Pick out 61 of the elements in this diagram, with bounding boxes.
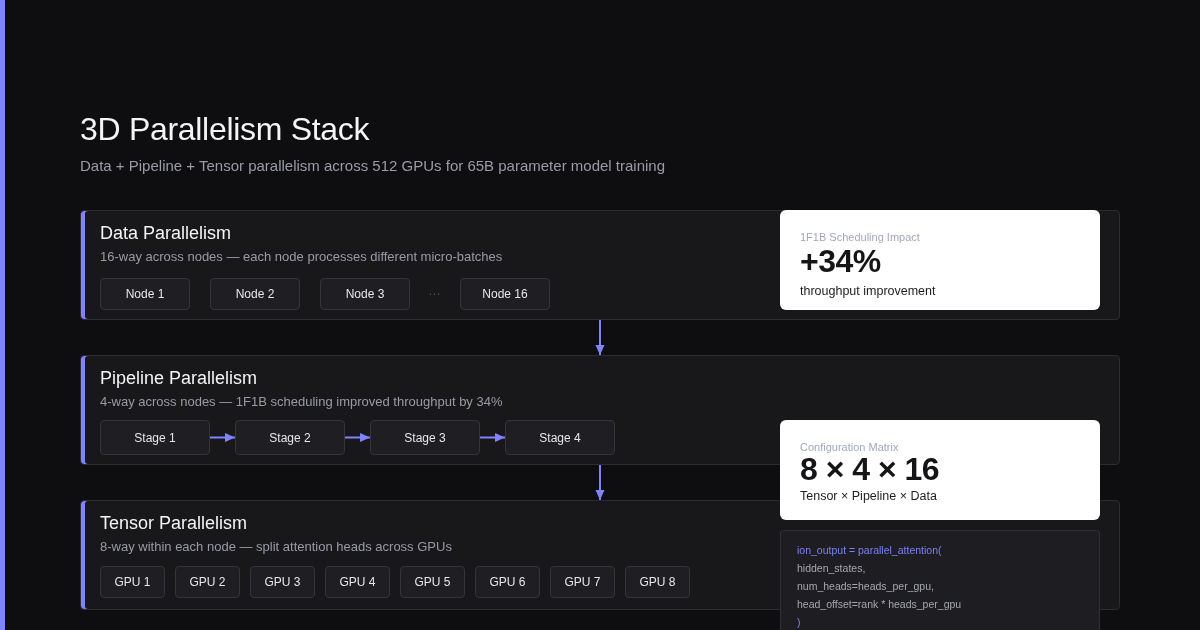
gpu-box xyxy=(100,566,165,598)
box-label: GPU 8 xyxy=(639,575,676,589)
pipeline-stage-box xyxy=(505,420,615,455)
metric-card xyxy=(780,420,1100,520)
box-label: GPU 3 xyxy=(264,575,301,589)
arrow xyxy=(479,433,506,442)
gpu-box xyxy=(550,566,615,598)
diagram-title: 3D Parallelism Stack xyxy=(80,110,370,148)
gpu-box xyxy=(475,566,540,598)
box-label: GPU 4 xyxy=(339,575,376,589)
compute-node-box xyxy=(460,278,550,310)
box-label: Node 16 xyxy=(482,287,528,301)
metric-caption: Tensor × Pipeline × Data xyxy=(800,489,937,504)
box-label: GPU 5 xyxy=(414,575,451,589)
ellipsis: … xyxy=(428,283,441,299)
arrow xyxy=(209,433,236,442)
code-line: ) xyxy=(797,615,801,630)
code-line: head_offset=rank * heads_per_gpu xyxy=(797,597,962,612)
pipeline-stage-box xyxy=(100,420,210,455)
gpu-box xyxy=(325,566,390,598)
code-block xyxy=(780,530,1100,630)
code-line: hidden_states, xyxy=(797,561,866,576)
metric-caption: throughput improvement xyxy=(800,284,936,299)
pipeline-stage-box xyxy=(370,420,480,455)
box-label: Node 2 xyxy=(235,287,275,301)
box-label: GPU 2 xyxy=(189,575,226,589)
metric-label: 1F1B Scheduling Impact xyxy=(800,231,920,244)
compute-node-box xyxy=(210,278,300,310)
panel-heading: Data Parallelism xyxy=(100,222,232,244)
metric-value: 8 × 4 × 16 xyxy=(800,452,940,486)
panel-description: 16-way across nodes — each node processes different micro-batches xyxy=(100,249,503,265)
arrow xyxy=(595,319,605,356)
box-label: Stage 4 xyxy=(539,430,581,445)
gpu-box xyxy=(175,566,240,598)
box-label: GPU 7 xyxy=(564,575,601,589)
arrow xyxy=(344,433,371,442)
box-label: Stage 2 xyxy=(269,430,311,445)
box-label: Node 3 xyxy=(345,287,385,301)
box-label: Node 1 xyxy=(125,287,165,301)
code-line: num_heads=heads_per_gpu, xyxy=(797,579,934,594)
compute-node-box xyxy=(320,278,410,310)
metric-value: +34% xyxy=(800,244,881,278)
box-label: GPU 6 xyxy=(489,575,526,589)
box-label: GPU 1 xyxy=(114,575,151,589)
panel-heading: Pipeline Parallelism xyxy=(100,367,258,389)
panel-heading: Tensor Parallelism xyxy=(100,512,248,534)
box-label: Stage 3 xyxy=(404,430,446,445)
gpu-box xyxy=(400,566,465,598)
metric-card xyxy=(780,210,1100,310)
metric-label: Configuration Matrix xyxy=(800,441,899,454)
compute-node-box xyxy=(100,278,190,310)
arrow xyxy=(595,464,605,501)
pipeline-stage-box xyxy=(235,420,345,455)
parallelism-panel xyxy=(80,210,1120,320)
panel-description: 4-way across nodes — 1F1B scheduling improved throughput by 34% xyxy=(100,394,503,410)
panel-description: 8-way within each node — split attention heads across GPUs xyxy=(100,539,452,555)
diagram-subtitle: Data + Pipeline + Tensor parallelism across 512 GPUs for 65B parameter model training xyxy=(80,157,665,175)
box-label: Stage 1 xyxy=(134,430,176,445)
code-line: ion_output = parallel_attention( xyxy=(797,543,942,558)
gpu-box xyxy=(250,566,315,598)
gpu-box xyxy=(625,566,690,598)
